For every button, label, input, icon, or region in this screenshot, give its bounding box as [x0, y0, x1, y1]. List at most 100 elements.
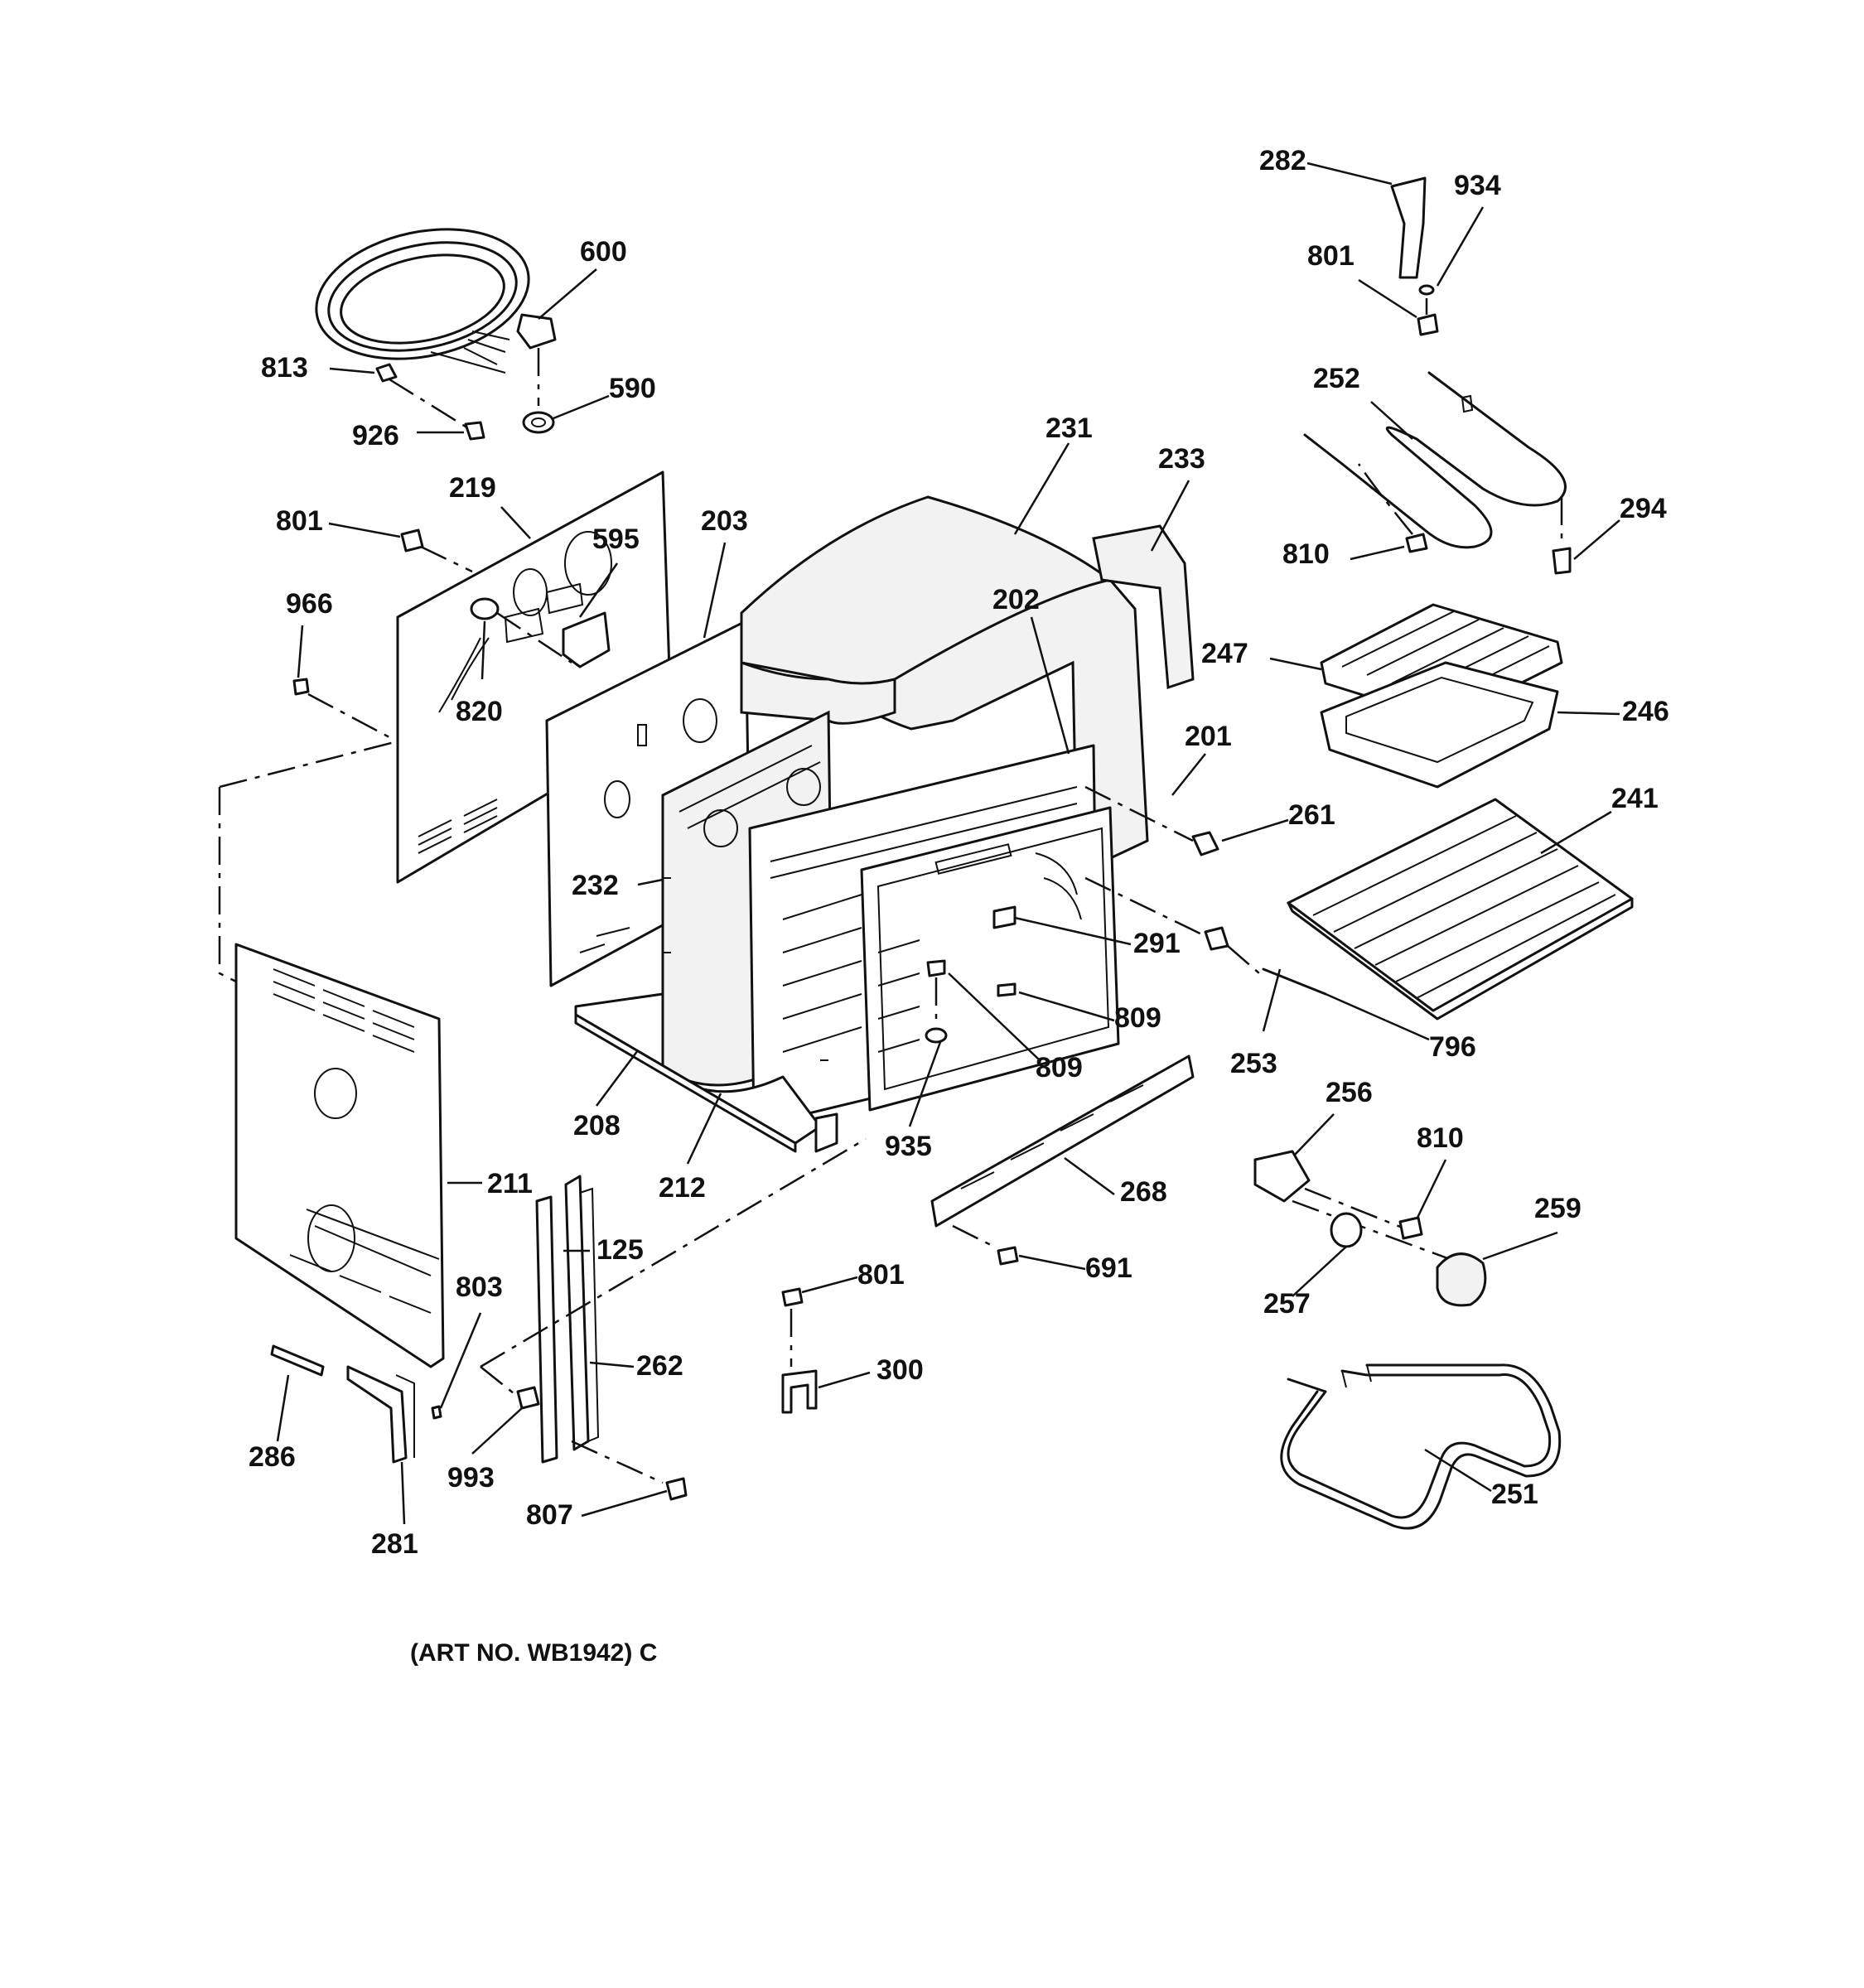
assembly-line-c — [480, 1366, 523, 1401]
callout-label-231: 231 — [1045, 413, 1093, 444]
callout-leader-259 — [1482, 1231, 1558, 1261]
callout-leader-993 — [471, 1407, 523, 1455]
part-813-screw — [375, 363, 473, 432]
callout-leader-803 — [439, 1312, 482, 1409]
part-212-front-frame — [814, 1059, 838, 1153]
assembly-line-b — [480, 1137, 867, 1368]
callout-label-934: 934 — [1454, 170, 1501, 201]
callout-label-261: 261 — [1288, 799, 1335, 831]
callout-label-202: 202 — [992, 584, 1040, 615]
callout-label-935: 935 — [885, 1131, 932, 1162]
callout-leader-810 — [1415, 1159, 1447, 1220]
callout-leader-595 — [578, 562, 619, 618]
part-253-probe — [1084, 876, 1327, 996]
callout-label-251: 251 — [1491, 1479, 1538, 1510]
callout-label-595: 595 — [592, 524, 640, 555]
callout-leader-202 — [1030, 616, 1070, 755]
callout-label-281: 281 — [371, 1528, 418, 1560]
callout-label-810: 810 — [1417, 1122, 1464, 1154]
assembly-line-a — [218, 740, 398, 983]
callout-label-590: 590 — [609, 373, 656, 404]
callout-label-211: 211 — [487, 1168, 533, 1199]
callout-label-809: 809 — [1036, 1052, 1083, 1083]
callout-leader-247 — [1269, 657, 1322, 671]
part-993-nut — [516, 1386, 540, 1410]
callout-leader-934 — [1436, 206, 1485, 287]
callout-label-291: 291 — [1133, 928, 1181, 959]
callout-label-294: 294 — [1620, 493, 1667, 524]
callout-label-203: 203 — [701, 505, 748, 537]
part-801-screw-b — [1417, 313, 1439, 336]
callout-leader-241 — [1540, 810, 1612, 855]
callout-leader-281 — [400, 1461, 406, 1525]
callout-leader-600 — [538, 268, 597, 320]
part-251-bake-element — [1280, 1363, 1562, 1530]
part-241-oven-rack — [1287, 798, 1634, 1021]
part-208-bottom-frame — [574, 992, 822, 1153]
callout-leader-262 — [589, 1361, 635, 1368]
callout-label-282: 282 — [1259, 145, 1306, 176]
callout-label-810: 810 — [1282, 538, 1330, 570]
part-282-vent-tube — [1390, 176, 1427, 279]
callout-leader-801 — [328, 522, 401, 538]
callout-leader-232 — [637, 878, 664, 886]
callout-label-801: 801 — [857, 1259, 905, 1291]
callout-leader-294 — [1573, 519, 1620, 560]
callout-label-253: 253 — [1230, 1048, 1277, 1079]
callout-label-300: 300 — [876, 1354, 924, 1386]
part-600-power-cord — [315, 228, 557, 374]
part-286-strip — [270, 1344, 325, 1377]
callout-leader-807 — [581, 1489, 668, 1518]
callout-label-246: 246 — [1622, 696, 1669, 727]
callout-leader-253 — [1262, 968, 1282, 1032]
callout-leader-261 — [1221, 818, 1289, 842]
part-300-bracket — [781, 1369, 818, 1414]
callout-label-233: 233 — [1158, 443, 1205, 475]
part-810-screw-a — [1357, 463, 1428, 553]
part-211-lower-panel — [234, 943, 445, 1368]
part-801-screw-a — [400, 528, 473, 573]
part-232-insulation — [663, 877, 671, 953]
callout-leader-251 — [1424, 1448, 1492, 1493]
part-252-broil-element — [1303, 371, 1567, 549]
callout-leader-691 — [1018, 1254, 1086, 1271]
callout-leader-233 — [1150, 480, 1190, 552]
callout-leader-809 — [948, 972, 1041, 1061]
part-595-bracket — [562, 611, 611, 668]
callout-label-966: 966 — [286, 588, 333, 620]
callout-label-219: 219 — [449, 472, 496, 504]
callout-label-256: 256 — [1326, 1077, 1373, 1108]
part-268-toe-kick — [930, 1054, 1195, 1248]
callout-label-600: 600 — [580, 236, 627, 268]
part-926-clip — [464, 421, 485, 441]
callout-label-212: 212 — [659, 1172, 706, 1204]
callout-label-268: 268 — [1120, 1176, 1167, 1208]
callout-leader-203 — [703, 542, 727, 639]
callout-label-820: 820 — [456, 696, 503, 727]
part-246-broil-pan — [1320, 661, 1559, 789]
callout-label-801: 801 — [276, 505, 323, 537]
callout-leader-809 — [1018, 991, 1115, 1022]
callout-leader-813 — [329, 367, 375, 374]
callout-leader-201 — [1171, 753, 1206, 796]
callout-label-803: 803 — [456, 1271, 503, 1303]
callout-leader-256 — [1293, 1113, 1335, 1156]
callout-leader-219 — [500, 506, 531, 539]
callout-label-993: 993 — [447, 1462, 495, 1493]
part-803-screw — [431, 1405, 442, 1420]
callout-leader-935 — [908, 1041, 942, 1127]
callout-label-232: 232 — [572, 870, 619, 901]
part-281-hinge — [346, 1365, 415, 1464]
part-261-sensor — [1084, 785, 1219, 856]
callout-label-125: 125 — [596, 1234, 644, 1266]
part-262-rail — [564, 1175, 600, 1451]
callout-label-257: 257 — [1263, 1288, 1311, 1320]
callout-label-691: 691 — [1085, 1252, 1132, 1284]
part-934-washer — [1418, 284, 1435, 315]
callout-label-262: 262 — [636, 1350, 683, 1382]
part-966-clip — [292, 678, 390, 739]
callout-label-809: 809 — [1114, 1002, 1161, 1034]
callout-label-208: 208 — [573, 1110, 621, 1141]
callout-label-201: 201 — [1185, 721, 1232, 752]
art-number-caption: (ART NO. WB1942) C — [410, 1639, 657, 1667]
